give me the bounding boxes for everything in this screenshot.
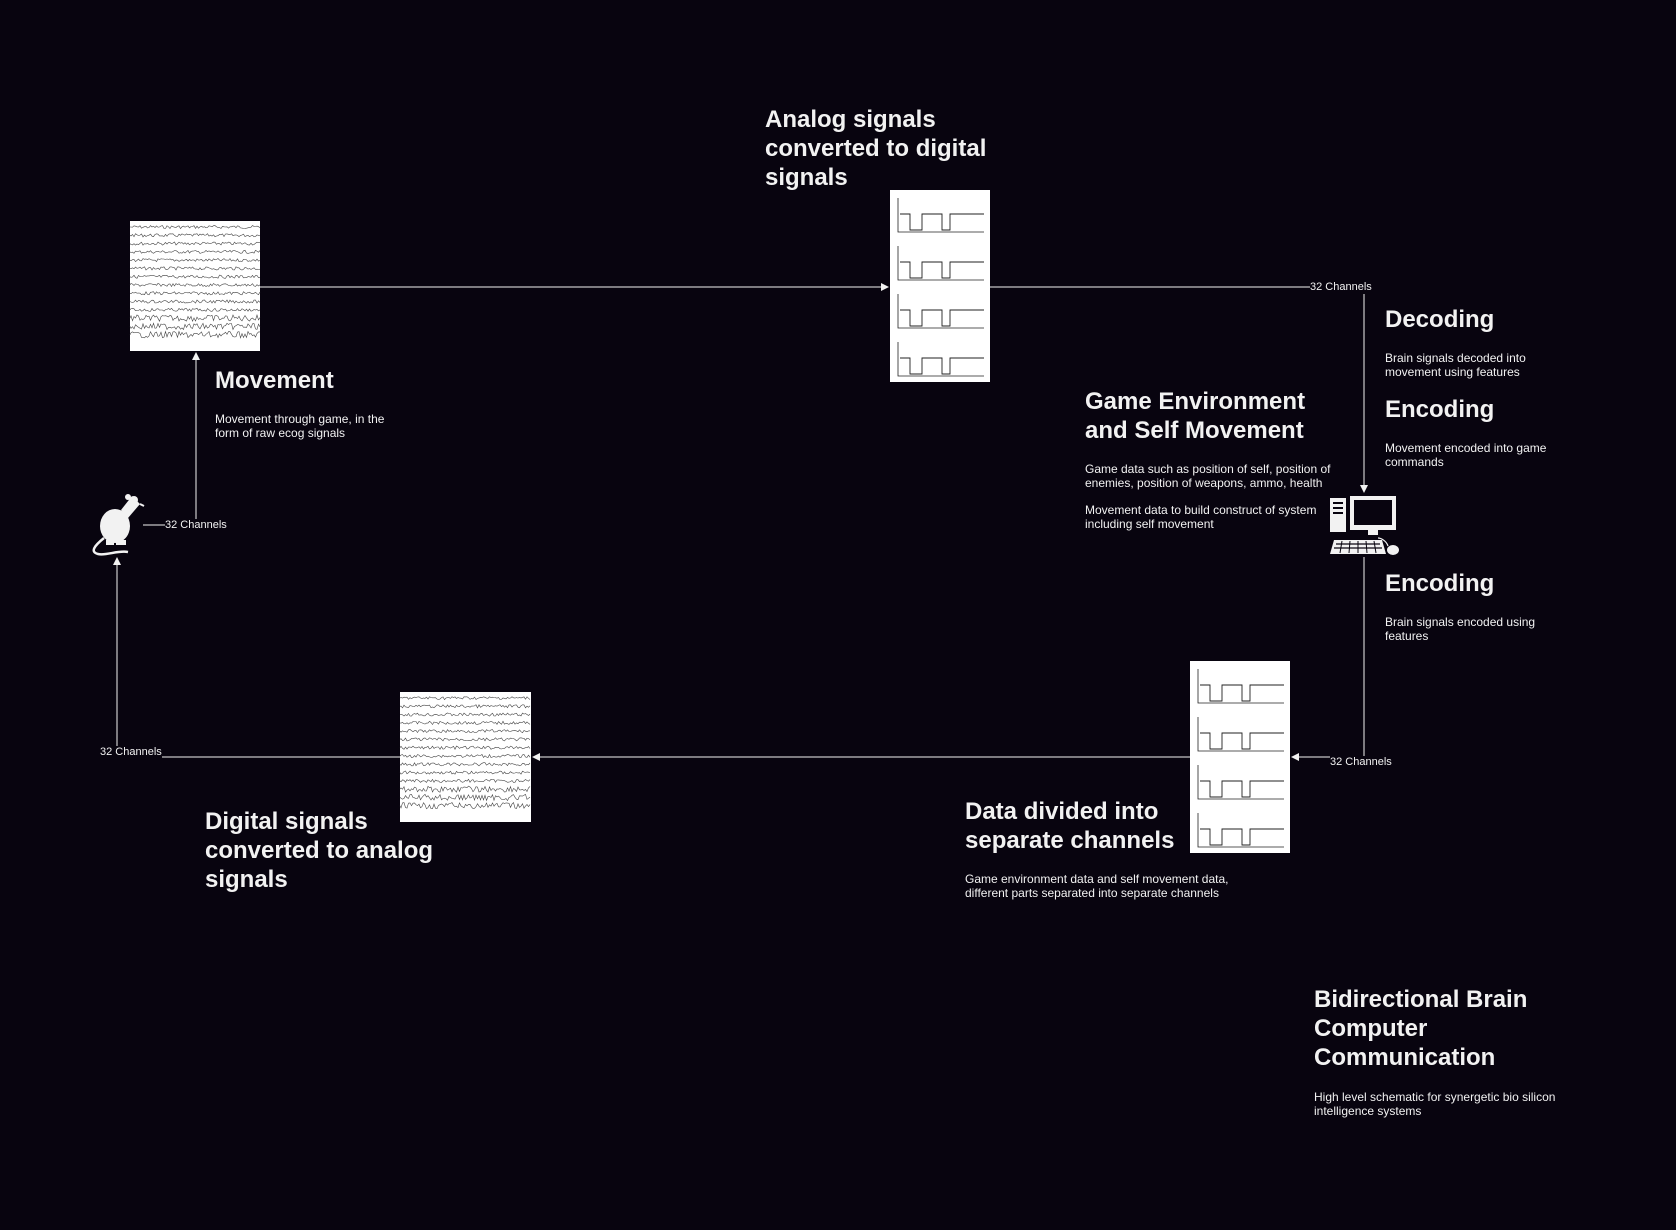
ecog-trace [399, 802, 531, 810]
encoding-bottom-desc: Brain signals encoded using features [1385, 615, 1536, 643]
movement-desc: Movement through game, in the form of ra… [215, 412, 385, 440]
pulse-wave [1200, 684, 1284, 702]
pulse-wave [900, 213, 984, 231]
ecog-signal-chart-top [129, 221, 261, 351]
game-env-desc2: Movement data to build construct of syst… [1085, 503, 1317, 531]
channel-label-rat: 32 Channels [165, 519, 227, 532]
encoding-top-title: Encoding [1385, 396, 1495, 423]
decoding-title: Decoding [1385, 306, 1495, 333]
pulse-axis [897, 342, 984, 377]
channel-label-bottom-right: 32 Channels [1330, 756, 1392, 769]
game-env-desc1: Game data such as position of self, posi… [1085, 462, 1331, 490]
encoding-top-desc: Movement encoded into game commands [1385, 441, 1547, 469]
ecog-trace [399, 778, 531, 783]
digital-pulse-chart-top [890, 190, 990, 382]
ecog-trace [399, 793, 531, 802]
ecog-signal-chart-bottom [399, 692, 531, 822]
ecog-trace [129, 258, 261, 263]
pulse-axis [897, 198, 984, 233]
ecog-trace [129, 266, 261, 271]
ecog-trace [399, 696, 531, 701]
ecog-trace [130, 225, 261, 230]
computer-icon [1328, 494, 1400, 558]
pulse-axis [1197, 717, 1284, 752]
pulse-wave [1200, 828, 1284, 846]
pulse-axis [1197, 669, 1284, 704]
digital-pulse-chart [1197, 669, 1284, 848]
ecog-trace [129, 274, 261, 279]
digital-to-analog-title: Digital signals converted to analog sign… [205, 808, 434, 893]
pulse-axis [1197, 765, 1284, 800]
ecog-trace [129, 322, 261, 331]
decoding-desc: Brain signals decoded into movement usin… [1385, 351, 1526, 379]
channel-label-top-right: 32 Channels [1310, 281, 1372, 294]
ecog-trace [399, 737, 531, 742]
pulse-axis [1197, 813, 1284, 848]
game-env-title: Game Environment and Self Movement [1085, 388, 1306, 444]
channel-label-bottom-left: 32 Channels [100, 746, 162, 759]
ecog-trace [129, 313, 261, 323]
ecog-trace [129, 330, 260, 339]
ecog-trace [399, 745, 531, 750]
ecog-trace [399, 720, 531, 726]
pulse-wave [900, 261, 984, 279]
data-divided-title: Data divided into separate channels [965, 798, 1175, 854]
bidirectional-desc: High level schematic for synergetic bio … [1314, 1090, 1556, 1118]
pulse-wave [1200, 732, 1284, 750]
ecog-trace [399, 770, 531, 775]
ecog-signal-chart [129, 225, 261, 339]
ecog-signal-chart [399, 696, 531, 810]
bidirectional-title: Bidirectional Brain Computer Communicati… [1314, 986, 1528, 1071]
encoding-bottom-title: Encoding [1385, 570, 1495, 597]
pulse-axis [897, 246, 984, 281]
ecog-trace [399, 753, 531, 759]
digital-pulse-chart-bottom [1190, 661, 1290, 853]
pulse-wave [900, 309, 984, 327]
ecog-trace [399, 704, 531, 709]
movement-title: Movement [215, 367, 334, 394]
ecog-trace [399, 762, 531, 767]
ecog-trace [129, 291, 261, 296]
ecog-trace [129, 283, 261, 288]
ecog-trace [129, 249, 261, 254]
ecog-trace [129, 241, 261, 246]
rat-icon [88, 490, 146, 558]
ecog-trace [399, 729, 531, 734]
ecog-trace [129, 233, 261, 238]
analog-to-digital-title: Analog signals converted to digital sign… [765, 106, 987, 191]
pulse-wave [1200, 780, 1284, 798]
pulse-axis [897, 294, 984, 329]
pulse-wave [900, 357, 984, 375]
ecog-trace [129, 299, 261, 304]
ecog-trace [399, 785, 531, 793]
ecog-trace [400, 712, 531, 717]
ecog-trace [129, 307, 261, 312]
digital-pulse-chart [897, 198, 984, 377]
data-divided-desc: Game environment data and self movement … [965, 872, 1229, 900]
